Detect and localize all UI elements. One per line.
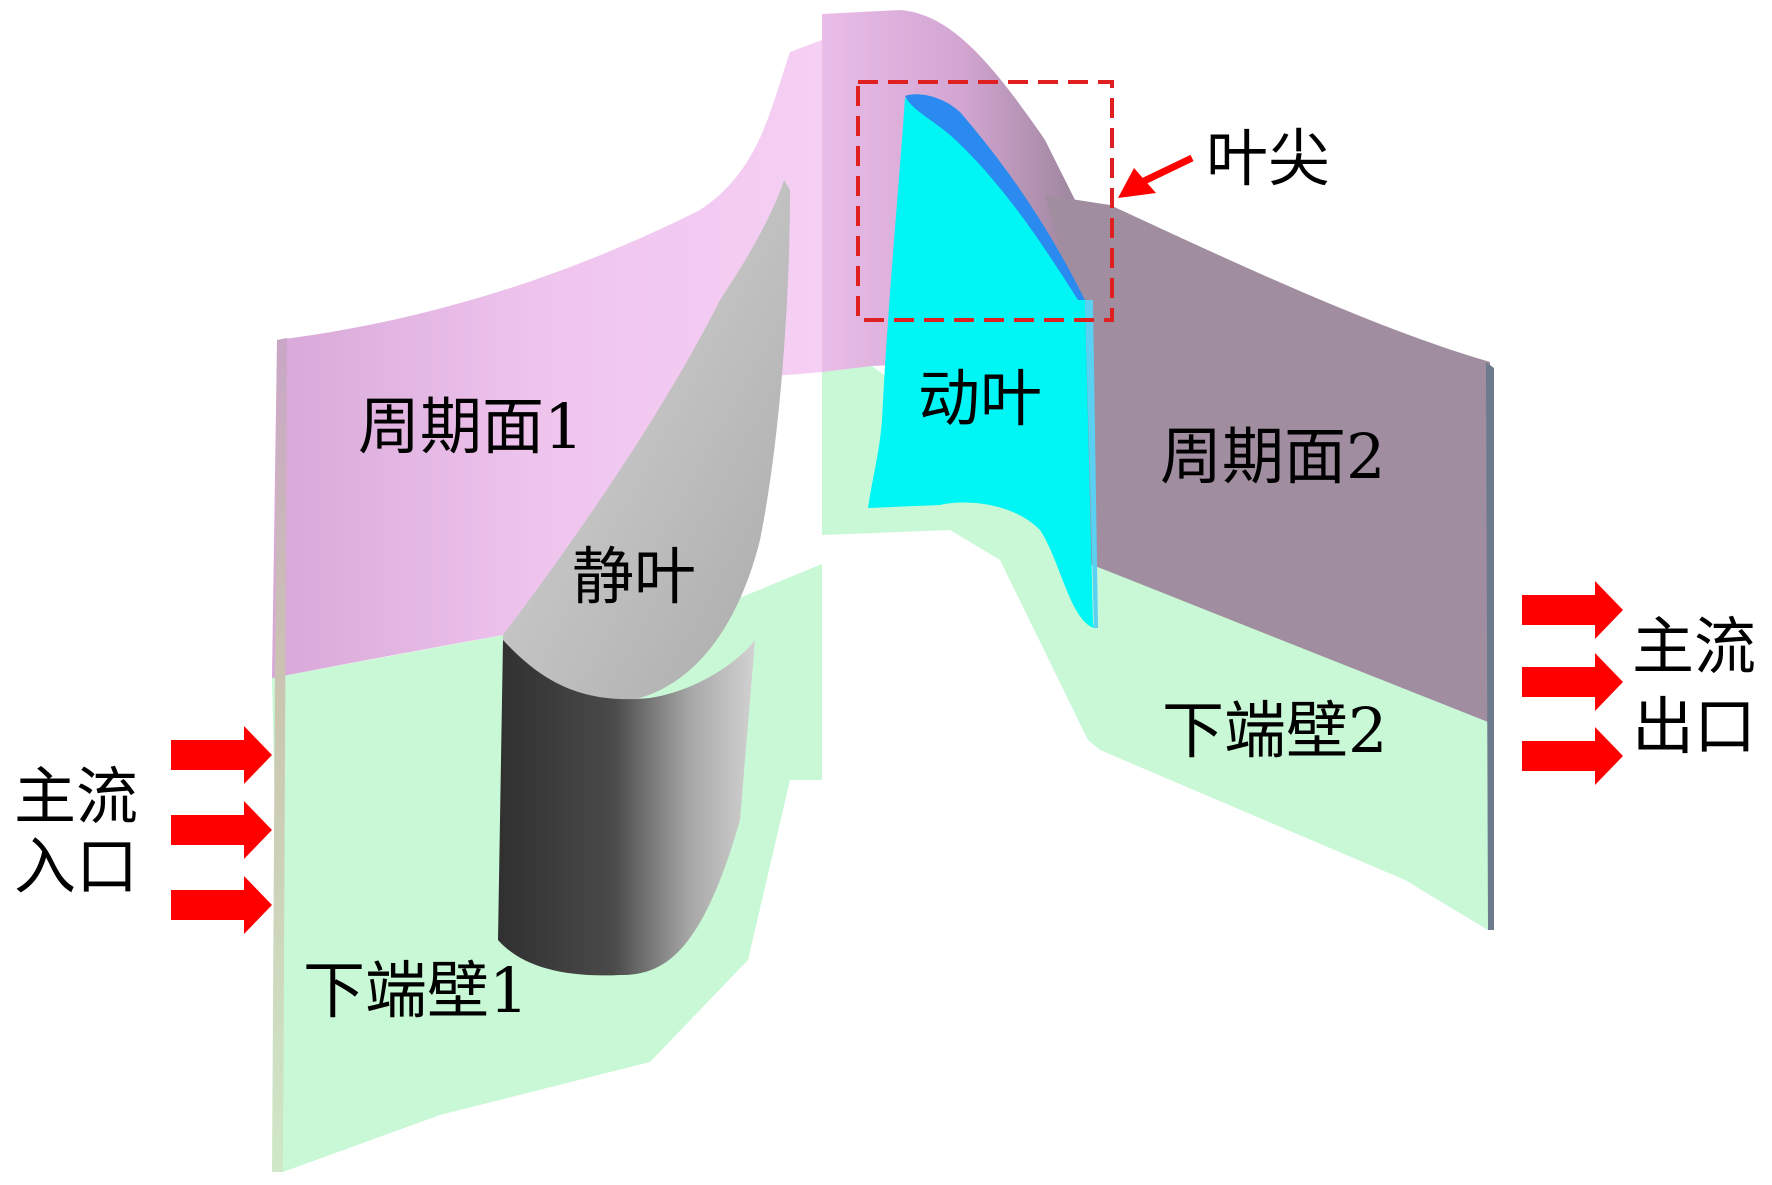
- periodic-surface-1-label: 周期面1: [358, 390, 583, 463]
- inlet-arrow: [171, 801, 272, 859]
- outlet-label-line1: 主流: [1632, 610, 1756, 683]
- endwall-2-surface: [822, 366, 1488, 930]
- endwall-gap: [800, 534, 1100, 1185]
- periodic-surface-2: [1045, 195, 1490, 722]
- inlet-arrow: [171, 876, 272, 934]
- tip-region-box: [856, 80, 1114, 322]
- outlet-arrow: [1522, 581, 1623, 639]
- outlet-edge: [1486, 362, 1494, 930]
- inlet-label-line2: 入口: [14, 830, 138, 903]
- outlet-arrow: [1522, 653, 1623, 711]
- periodic-surface-2-label: 周期面2: [1160, 420, 1385, 493]
- endwall-2-label: 下端壁2: [1162, 694, 1387, 767]
- tip-pointer-arrow: [1118, 154, 1194, 198]
- inlet-arrows: [171, 726, 272, 934]
- stator-label: 静叶: [572, 540, 696, 613]
- stator-blade-top: [503, 180, 790, 701]
- rotor-label: 动叶: [918, 362, 1042, 435]
- rotor-blade-edge: [1085, 300, 1098, 628]
- endwall-1-label: 下端壁1: [303, 954, 528, 1027]
- rotor-blade: [868, 98, 1094, 628]
- stator-blade-side: [498, 640, 755, 976]
- outlet-arrow: [1522, 727, 1623, 785]
- outlet-arrows: [1522, 581, 1623, 785]
- inlet-label-line1: 主流: [14, 760, 138, 833]
- inlet-edge: [272, 338, 287, 1172]
- outlet-label-line2: 出口: [1632, 690, 1756, 763]
- inlet-arrow: [171, 726, 272, 784]
- tip-label: 叶尖: [1206, 122, 1330, 195]
- rotor-blade-tip: [905, 94, 1085, 300]
